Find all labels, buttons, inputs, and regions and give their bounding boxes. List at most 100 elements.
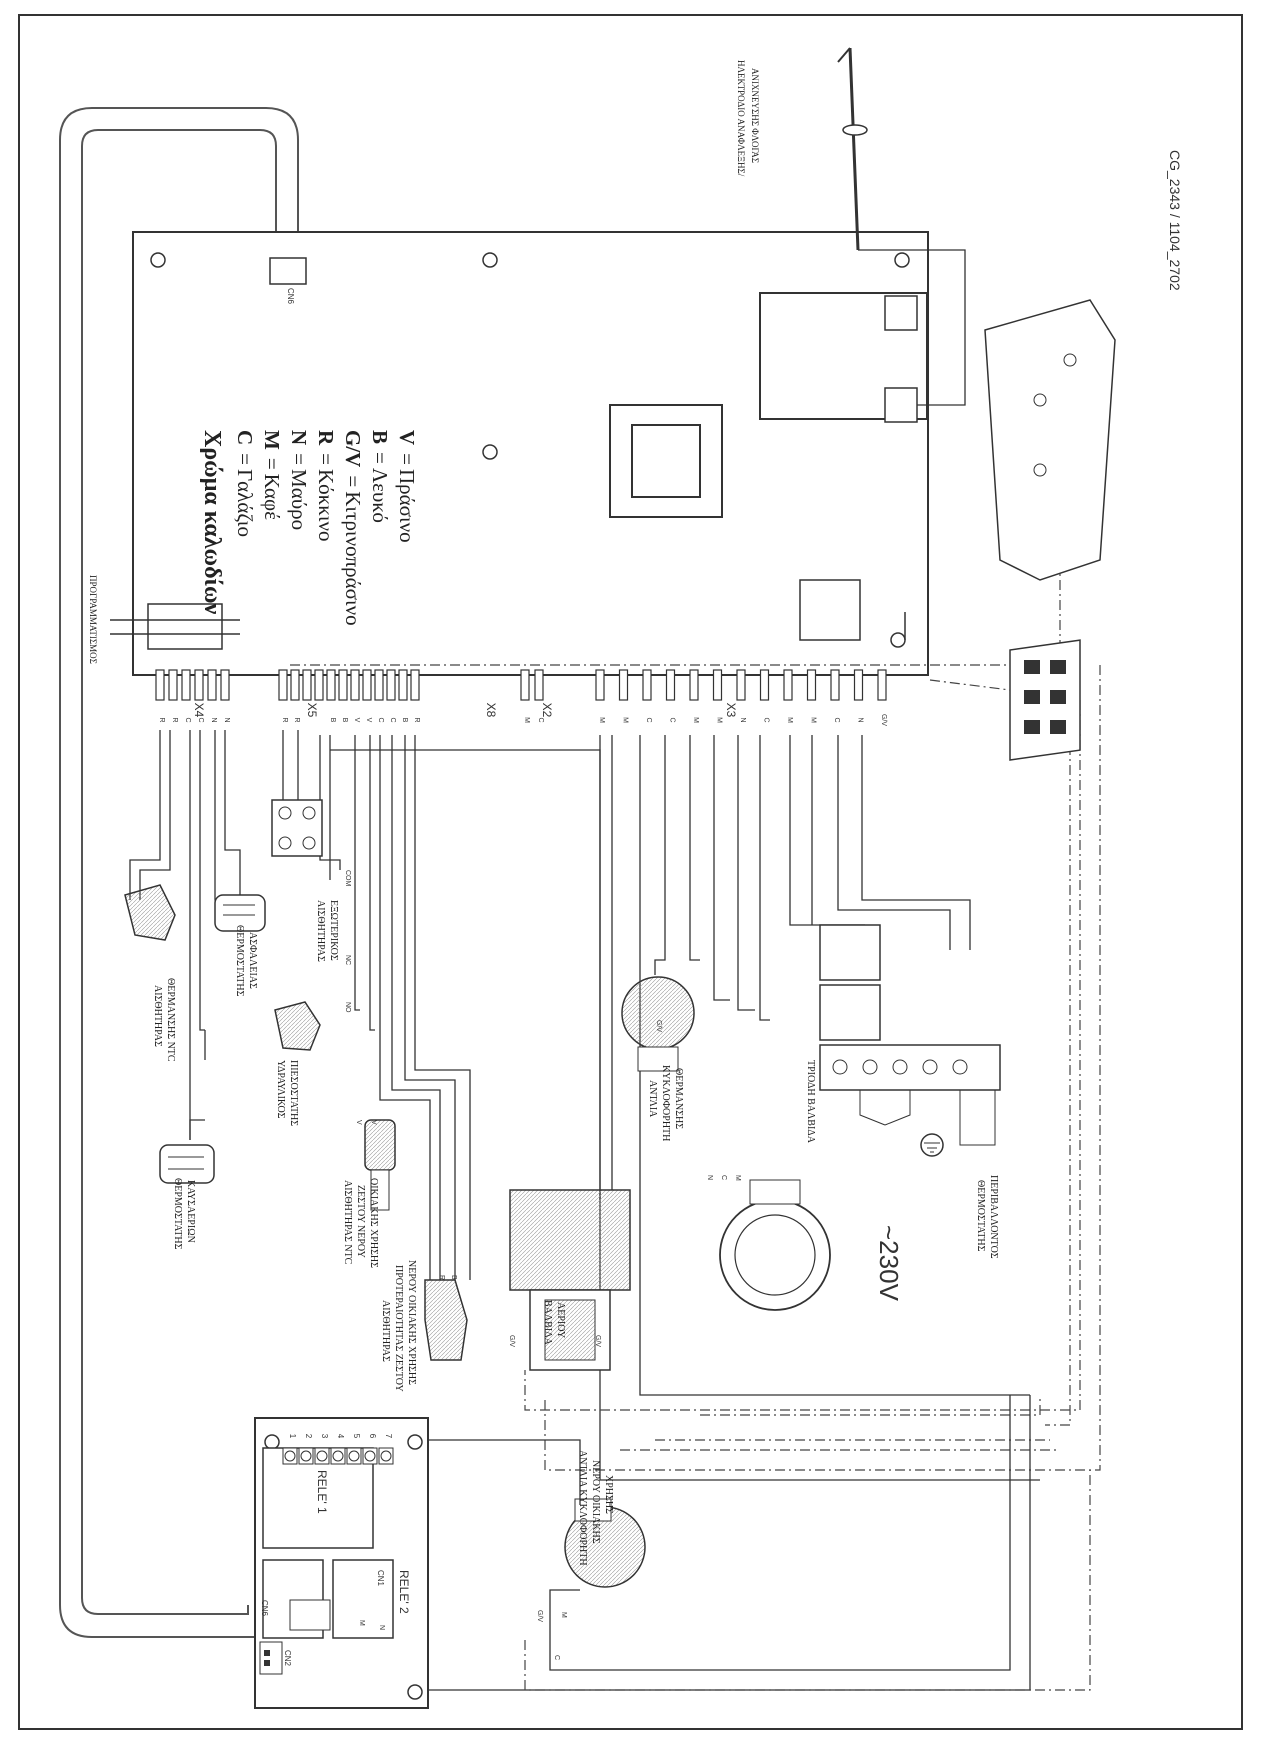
wire-tag-n: N <box>706 1175 713 1180</box>
board-mount-hole <box>894 252 910 268</box>
legend-eq: = <box>233 453 257 465</box>
mounting-bracket <box>984 299 1116 581</box>
x2-pin-label: M <box>523 717 530 723</box>
x3-pin-label: M <box>622 717 629 723</box>
relay-pin-label: 4 <box>336 1434 345 1439</box>
x5-pin-label: B <box>341 718 348 723</box>
legend-color-name: Καφέ <box>260 474 284 521</box>
dhw-pump <box>564 1498 646 1588</box>
x3-pin <box>783 669 793 701</box>
cn6-relay-label: CN6 <box>260 1600 269 1617</box>
wire-tag-m: M <box>560 1612 567 1618</box>
gas-valve-label-2: ΑΕΡΙΟΥ <box>555 1302 566 1338</box>
com-contact-label: COM <box>344 870 351 887</box>
x5-pin <box>314 669 324 701</box>
legend-item: B=Λευκό <box>368 430 392 523</box>
dhw-ntc-label-1: ΑΙΣΘΗΤΗΡΑΣ NTC <box>342 1180 353 1265</box>
relay-screw <box>316 1450 328 1462</box>
relay-pin-label: 2 <box>304 1434 313 1439</box>
heating-pump-label-1: ΑΝΤΛΙΑ <box>647 1080 658 1118</box>
safety-thermo-label-2: ΑΣΦΑΛΕΙΑΣ <box>247 932 258 989</box>
dhw-pump-wire <box>549 1395 1011 1671</box>
legend-item: N=Μαύρο <box>287 430 311 530</box>
priority-label-3: ΝΕΡΟΥ ΟΙΚΙΑΚΗΣ ΧΡΗΣΗΣ <box>406 1260 417 1385</box>
x3-pin-label: M <box>692 717 699 723</box>
reference-code: CG_2343 / 1104_2702 <box>1167 150 1183 291</box>
legend-item: M=Καφέ <box>260 430 284 520</box>
x4-pin <box>155 669 165 701</box>
x3-pin-label: G/V <box>880 714 887 726</box>
wire-tag-c: C <box>553 1655 560 1660</box>
x4-pin <box>194 669 204 701</box>
board-mount-hole <box>482 444 498 460</box>
relay-pin-label: 1 <box>288 1434 297 1439</box>
x5-pin <box>410 669 420 701</box>
x5-pin <box>302 669 312 701</box>
legend-eq: = <box>395 453 419 465</box>
dhw-ntc-sensor <box>364 1119 396 1211</box>
flat-cable-outer <box>59 107 299 1638</box>
earth-lines <box>290 540 1101 1471</box>
x4-label: X4 <box>192 703 206 718</box>
cn6-main-label: CN6 <box>286 288 295 305</box>
room-thermo-label-2: ΠΕΡΙΒΑΛΛΟΝΤΟΣ <box>988 1175 999 1259</box>
board-mount-hole <box>482 252 498 268</box>
x2-pin <box>534 669 544 701</box>
legend-item: G/V=Κιτρινοπράσινο <box>341 430 365 626</box>
dhw-pump-wire <box>374 1395 1031 1691</box>
x3-pin <box>853 669 864 701</box>
cn1-label: CN1 <box>376 1570 385 1587</box>
x3-pin <box>642 669 652 701</box>
x5-pin <box>350 669 360 701</box>
x5-pin-label: C <box>389 717 396 722</box>
x3-pin <box>665 669 676 701</box>
x3-pin <box>595 669 605 701</box>
wire-tag-n: N <box>378 1625 385 1630</box>
legend-eq: = <box>341 475 365 487</box>
legend-color-name: Πράσινο <box>395 469 419 543</box>
dhw-pump-label-3: ΧΡΗΣΗΣ <box>603 1475 614 1514</box>
wire-tag-r: R <box>438 1275 445 1280</box>
legend-item: V = Πράσινο <box>395 430 419 543</box>
x3-pin-label: C <box>645 717 652 722</box>
hydraulic-label-1: ΥΔΡΑΥΛΙΚΟΣ <box>275 1060 286 1119</box>
legend-code: N <box>287 430 311 445</box>
x3-pin <box>830 669 840 701</box>
heating-pump-label-3: ΘΕΡΜΑΝΣΗΣ <box>673 1068 684 1129</box>
legend-code: V <box>395 430 419 445</box>
wire-color-legend: Χρώμα καλωδίων C=ΓαλάζιοM=ΚαφέN=ΜαύροR=Κ… <box>199 430 419 626</box>
x4-pin-label: C <box>197 717 204 722</box>
flue-thermo-label-1: ΘΕΡΜΟΣΤΑΤΗΣ <box>172 1178 183 1250</box>
programming-label: ΠΡΟΓΡΑΜΜΑΤΙΣΜΟΣ <box>88 575 98 664</box>
x5-pin-label: R <box>293 717 300 722</box>
x5-pin <box>326 669 336 701</box>
x5-pin <box>398 669 408 701</box>
wire-tag-b: B <box>450 1275 457 1280</box>
ntc-heating-sensor <box>124 884 176 941</box>
x3-pin-label: N <box>739 717 746 722</box>
x3-pin-label: C <box>833 717 840 722</box>
mains-terminal-block <box>819 924 1001 1146</box>
heating-pump-label-2: ΚΥΚΛΟΦΟΡΗΤΗ <box>660 1065 671 1141</box>
x4-pin-label: R <box>171 717 178 722</box>
x5-pin <box>374 669 384 701</box>
flat-cable-inner <box>81 129 277 1615</box>
wire-tag-gv: G/V <box>594 1335 601 1347</box>
no-contact-label: NO <box>344 1002 351 1013</box>
relay-screw <box>348 1450 360 1462</box>
x3-pin <box>806 669 817 701</box>
x4-pin-label: N <box>210 717 217 722</box>
x3-pin-label: C <box>669 717 676 722</box>
x4-pin-label: R <box>158 717 165 722</box>
x5-pin <box>278 669 288 701</box>
wire-tag-m: M <box>358 1620 365 1626</box>
x3-pin <box>689 669 699 701</box>
x3-pin <box>712 669 723 701</box>
wire-tag-c: C <box>720 1175 727 1180</box>
rele2-label: RELE' 2 <box>397 1570 411 1614</box>
x5-pin <box>386 669 396 701</box>
x3-label: X3 <box>724 703 738 718</box>
hydraulic-pressure-switch <box>274 1001 321 1051</box>
